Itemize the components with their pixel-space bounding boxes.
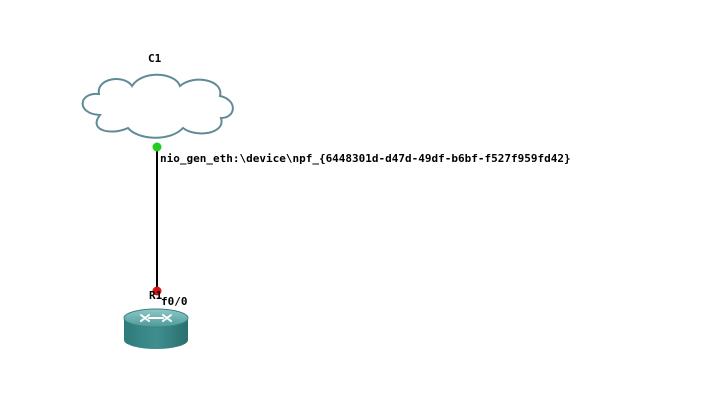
- cloud-port-status-dot: [152, 142, 162, 152]
- router-port-status-dot: [152, 286, 162, 296]
- cloud-icon[interactable]: [81, 73, 234, 139]
- cloud-name-label[interactable]: C1: [148, 52, 162, 65]
- router-icon[interactable]: [123, 308, 189, 349]
- router-interface-label: f0/0: [161, 295, 188, 308]
- router-name-label[interactable]: R1: [149, 289, 163, 302]
- cloud-interface-label: nio_gen_eth:\device\npf_{6448301d-d47d-4…: [160, 152, 571, 165]
